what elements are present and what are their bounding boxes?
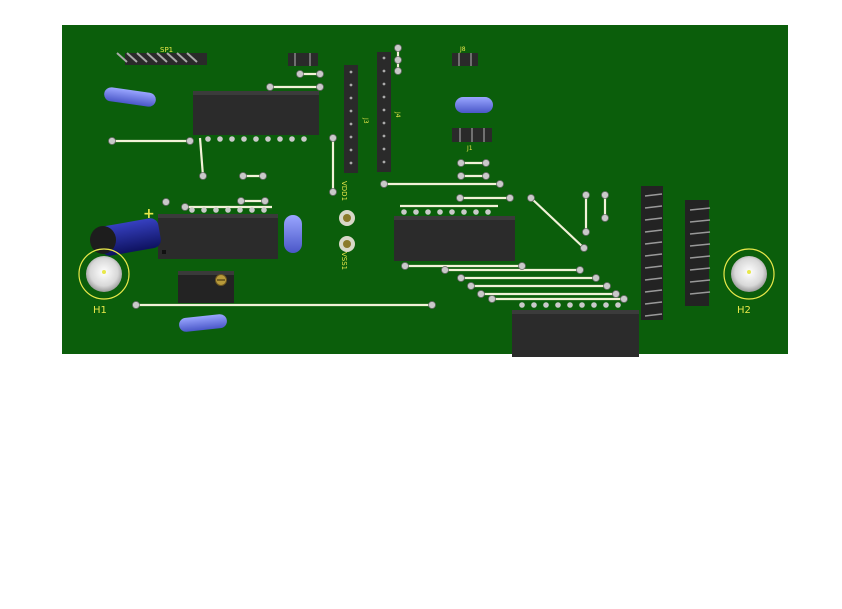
mounting-hole-h2: H2 — [723, 248, 775, 316]
header-2pin-top — [288, 53, 318, 66]
capacitor-c4 — [179, 314, 227, 332]
header-j4: J4 — [377, 52, 401, 172]
label-vss1: VSS1 — [340, 252, 348, 270]
header-j3: J3 — [344, 65, 369, 173]
ic-bottom-right — [512, 302, 639, 357]
label-sp1: SP1 — [160, 46, 173, 54]
header-right-2 — [685, 200, 711, 306]
header-right-1 — [641, 186, 663, 320]
header-j1: J1 — [452, 128, 492, 152]
label-polarity: + — [143, 206, 155, 222]
ic-mid-left — [158, 207, 278, 259]
label-h2: H2 — [737, 305, 751, 316]
label-vdd1: VDD1 — [340, 181, 348, 201]
capacitor-c1 — [104, 87, 156, 107]
label-j4: J4 — [394, 111, 401, 118]
trimmer-potentiometer — [178, 271, 234, 303]
header-sp1: SP1 — [116, 46, 207, 65]
ic-center — [394, 209, 515, 261]
capacitor-c3 — [284, 215, 302, 253]
label-h1: H1 — [93, 305, 107, 316]
mounting-hole-h1: H1 — [78, 248, 130, 316]
electrolytic-capacitor: + — [90, 206, 161, 256]
capacitor-c2 — [455, 97, 493, 113]
testpoint-vss1: VSS1 — [339, 236, 355, 270]
label-j3: J3 — [362, 117, 369, 124]
header-j8: J8 — [452, 46, 478, 66]
label-j8: J8 — [459, 46, 466, 53]
label-j1: J1 — [466, 145, 473, 152]
testpoint-vdd1: VDD1 — [339, 181, 355, 226]
ic-top-left — [193, 91, 319, 142]
pads — [108, 44, 628, 309]
